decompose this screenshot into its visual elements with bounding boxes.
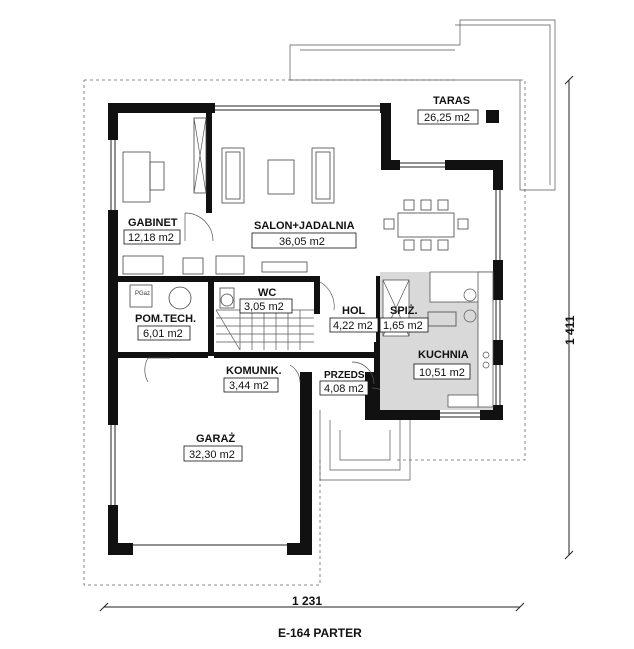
windows — [108, 103, 503, 505]
svg-text:32,30 m2: 32,30 m2 — [189, 449, 235, 461]
svg-text:KUCHNIA: KUCHNIA — [418, 349, 469, 361]
room-label-wc: WC 3,05 m2 — [239, 287, 293, 314]
svg-text:GABINET: GABINET — [128, 217, 178, 229]
svg-text:1 231: 1 231 — [292, 594, 322, 608]
svg-text:4,08 m2: 4,08 m2 — [324, 383, 364, 395]
svg-text:26,25 m2: 26,25 m2 — [424, 112, 470, 124]
svg-text:3,05 m2: 3,05 m2 — [244, 301, 284, 313]
svg-text:SALON+JADALNIA: SALON+JADALNIA — [254, 220, 355, 232]
room-label-kuchnia: KUCHNIA 10,51 m2 — [413, 349, 471, 380]
room-label-pom-tech: POM.TECH. 6,01 m2 — [135, 313, 196, 341]
room-label-spiz: SPIŻ. 1,65 m2 — [379, 304, 429, 333]
room-label-przeds: PRZEDS. 4,08 m2 — [319, 370, 369, 396]
svg-text:KOMUNIK.: KOMUNIK. — [226, 365, 282, 377]
entrance-steps — [319, 410, 411, 481]
svg-text:1,65 m2: 1,65 m2 — [383, 320, 423, 332]
svg-text:10,51 m2: 10,51 m2 — [419, 367, 465, 379]
dimension-height: 1 411 — [563, 75, 577, 560]
terrace-column — [486, 110, 499, 123]
furniture — [122, 117, 469, 310]
svg-text:36,05 m2: 36,05 m2 — [279, 236, 325, 248]
room-label-hol: HOL 4,22 m2 — [329, 305, 379, 333]
svg-text:TARAS: TARAS — [433, 95, 470, 107]
room-label-salon: SALON+JADALNIA 36,05 m2 — [251, 220, 357, 249]
staircase — [215, 309, 314, 351]
roof-outline — [83, 79, 526, 586]
room-label-komunik: KOMUNIK. 3,44 m2 — [223, 365, 282, 393]
svg-text:POM.TECH.: POM.TECH. — [135, 313, 196, 325]
svg-text:WC: WC — [258, 287, 276, 299]
room-label-garaz: GARAŻ 32,30 m2 — [183, 432, 243, 462]
pgaz-label: PGaz — [135, 291, 150, 297]
svg-text:GARAŻ: GARAŻ — [196, 432, 235, 445]
room-label-gabinet: GABINET 12,18 m2 — [123, 217, 181, 245]
dimension-width: 1 231 — [99, 594, 525, 612]
plan-caption: E-164 PARTER — [278, 626, 362, 640]
terrace-outline — [289, 19, 556, 191]
svg-text:12,18 m2: 12,18 m2 — [128, 232, 174, 244]
svg-text:SPIŻ.: SPIŻ. — [390, 304, 418, 317]
svg-text:PRZEDS.: PRZEDS. — [324, 370, 368, 381]
svg-text:1 411: 1 411 — [563, 315, 577, 345]
kitchen-floor — [380, 271, 494, 410]
svg-text:3,44 m2: 3,44 m2 — [229, 380, 269, 392]
room-label-taras: TARAS 26,25 m2 — [417, 95, 479, 125]
svg-text:6,01 m2: 6,01 m2 — [143, 328, 183, 340]
svg-text:HOL: HOL — [342, 305, 366, 317]
svg-text:4,22 m2: 4,22 m2 — [333, 320, 373, 332]
